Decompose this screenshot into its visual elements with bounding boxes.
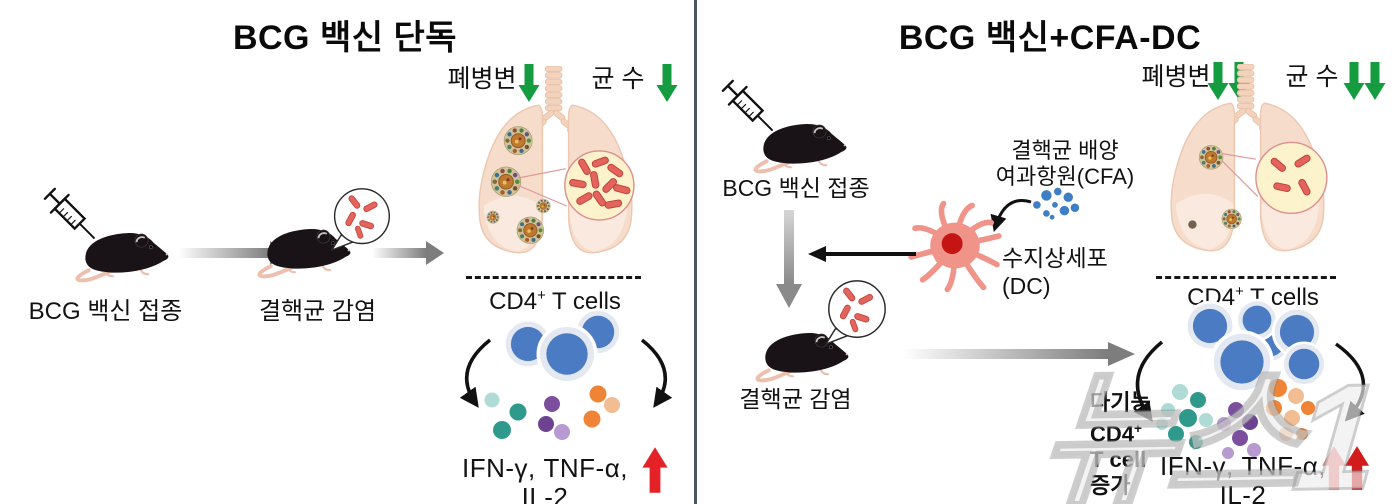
- lungs-figure: [478, 66, 635, 254]
- cfa-antigen-dots: [1033, 187, 1080, 220]
- left-tcell-label: CD4+ T cells: [489, 288, 621, 315]
- bacteria-magnifier: [1255, 141, 1328, 215]
- right-bacteria-count-label: 균 수: [1285, 63, 1339, 91]
- panel-divider: [694, 0, 697, 504]
- left-infection-label: 결핵균 감염: [258, 298, 377, 325]
- cytokine-dots: [1156, 379, 1315, 459]
- dendritic-cell-figure: [908, 200, 1002, 293]
- multifunction-label: 다기능 CD4+ T cell 증가: [1090, 390, 1151, 499]
- left-cytokines-label: IFN-γ, TNF-α, IL-2: [462, 453, 628, 504]
- left-lung-lesion-label: 폐병변: [447, 65, 517, 93]
- right-lung-lesion-label: 폐병변: [1141, 63, 1211, 91]
- cfa-label: 결핵균 배양 여과항원(CFA): [995, 138, 1135, 189]
- left-panel-title: BCG 백신 단독: [232, 19, 458, 57]
- tcell-cytokine-figure: [1133, 298, 1366, 459]
- flow-arrow-right-icon: [903, 342, 1135, 366]
- dendritic-nucleus: [941, 233, 963, 255]
- magnified-bacteria-bubble: [825, 280, 886, 345]
- red-double-up-arrow-icon: [1321, 446, 1370, 490]
- right-cytokines-label: IFN-γ, TNF-α, IL-2: [1160, 451, 1326, 504]
- dc-label: 수지상세포 (DC): [1002, 245, 1108, 299]
- left-bacteria-count-label: 균 수: [591, 65, 645, 93]
- tcell-cytokine-figure: [459, 308, 673, 440]
- flow-arrow-right-icon: [372, 241, 444, 265]
- mouse-figure: [753, 122, 849, 174]
- lungs-figure: [1170, 64, 1328, 252]
- red-up-arrow-icon: [642, 447, 668, 493]
- uptake-arrow-icon: [990, 199, 1032, 232]
- mouse-figure: [75, 231, 171, 283]
- right-panel-title: BCG 백신+CFA-DC: [898, 19, 1202, 57]
- dc-transfer-arrow-icon: [808, 246, 916, 262]
- right-vaccination-label: BCG 백신 접종: [722, 175, 870, 201]
- flow-arrow-down-icon: [776, 210, 802, 308]
- left-vaccination-label: BCG 백신 접종: [28, 298, 183, 325]
- dashed-separator: [466, 276, 641, 279]
- dashed-separator: [1156, 276, 1336, 279]
- magnified-bacteria-bubble: [331, 188, 390, 251]
- right-infection-label: 결핵균 감염: [739, 386, 852, 412]
